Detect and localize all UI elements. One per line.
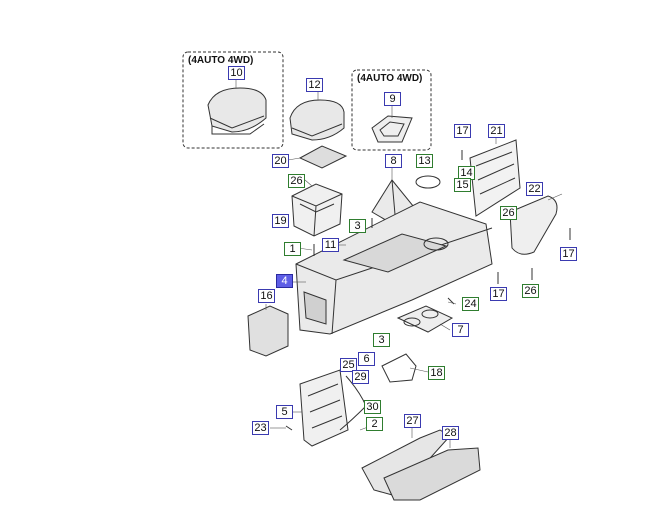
callout-5[interactable]: 5 <box>276 405 293 419</box>
console-body-part <box>295 201 493 335</box>
side-panel-part <box>469 139 521 217</box>
callout-29[interactable]: 29 <box>352 370 369 384</box>
callout-11[interactable]: 11 <box>322 238 339 252</box>
cup-holder-part <box>396 305 454 333</box>
callout-28[interactable]: 28 <box>442 426 459 440</box>
callout-20[interactable]: 20 <box>272 154 289 168</box>
callout-9[interactable]: 9 <box>384 92 401 106</box>
callout-19[interactable]: 19 <box>272 214 289 228</box>
callout-17-b[interactable]: 17 <box>560 247 577 261</box>
side-cover-part <box>509 195 558 255</box>
mounting-bracket-part <box>299 369 349 447</box>
callout-6[interactable]: 6 <box>358 352 375 366</box>
rear-bracket-part <box>381 353 417 383</box>
callout-21[interactable]: 21 <box>488 124 505 138</box>
callout-4[interactable]: 4 <box>276 274 293 288</box>
callout-3-a[interactable]: 3 <box>349 219 366 233</box>
callout-27[interactable]: 27 <box>404 414 421 428</box>
callout-24[interactable]: 24 <box>462 297 479 311</box>
callout-22[interactable]: 22 <box>526 182 543 196</box>
callout-10[interactable]: 10 <box>228 66 245 80</box>
storage-box-part <box>291 183 343 237</box>
callout-26-b[interactable]: 26 <box>500 206 517 220</box>
callout-8[interactable]: 8 <box>385 154 402 168</box>
callout-26-a[interactable]: 26 <box>288 174 305 188</box>
callout-25[interactable]: 25 <box>340 358 357 372</box>
callout-12[interactable]: 12 <box>306 78 323 92</box>
callout-15[interactable]: 15 <box>454 178 471 192</box>
front-panel-part <box>247 305 289 357</box>
armrest-lid-option-part <box>207 87 267 135</box>
callout-30[interactable]: 30 <box>364 400 381 414</box>
callout-26-c[interactable]: 26 <box>522 284 539 298</box>
group-label-boot-option: (4AUTO 4WD) <box>357 73 423 84</box>
callout-17-a[interactable]: 17 <box>454 124 471 138</box>
shift-boot-plate-part <box>371 115 413 143</box>
callout-18[interactable]: 18 <box>428 366 445 380</box>
group-label-armrest-option: (4AUTO 4WD) <box>188 55 254 66</box>
callout-2[interactable]: 2 <box>366 417 383 431</box>
armrest-lid-part <box>289 99 345 141</box>
callout-7[interactable]: 7 <box>452 323 469 337</box>
callout-13[interactable]: 13 <box>416 154 433 168</box>
screw-23 <box>285 425 293 431</box>
callout-23[interactable]: 23 <box>252 421 269 435</box>
floor-mat-lower-part <box>383 447 481 501</box>
storage-mat-part <box>298 145 348 169</box>
group-box-boot-option <box>351 69 432 151</box>
group-box-armrest-option <box>182 51 284 149</box>
bracket-ring-part <box>415 175 441 189</box>
callout-16[interactable]: 16 <box>258 289 275 303</box>
callout-17-c[interactable]: 17 <box>490 287 507 301</box>
callout-1[interactable]: 1 <box>284 242 301 256</box>
callout-3-b[interactable]: 3 <box>373 333 390 347</box>
